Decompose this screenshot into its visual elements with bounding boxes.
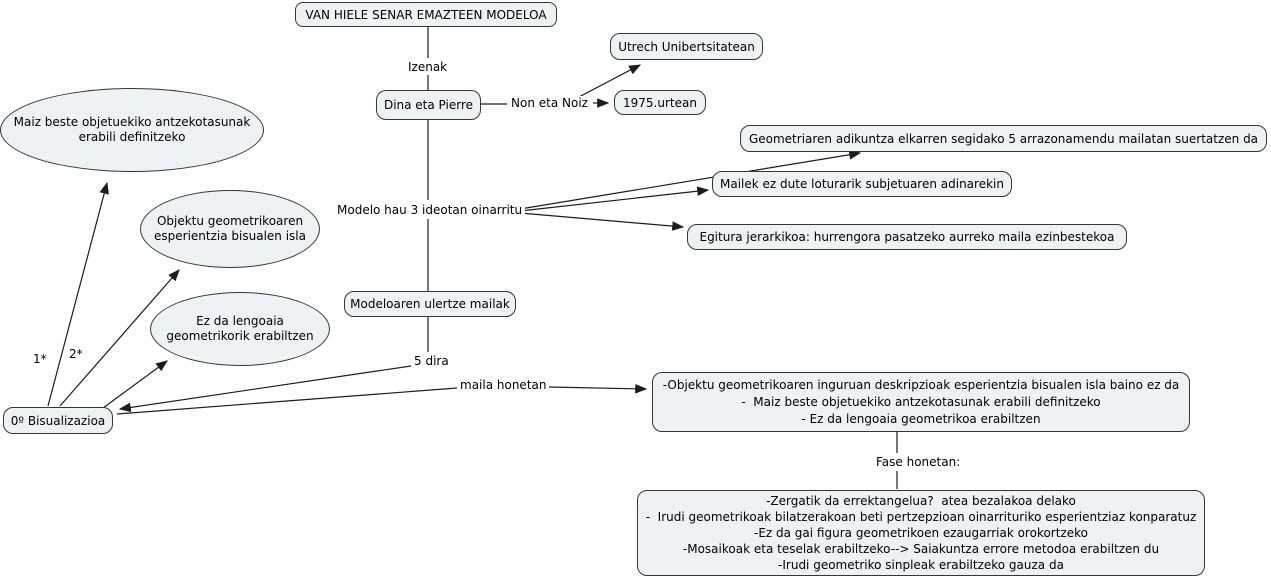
phase-description-line2: - Irudi geometrikoak bilatzerakoan beti …	[645, 510, 1197, 524]
ellipse-visual-experience[interactable]: Objektu geometrikoaren esperientzia bisu…	[140, 190, 320, 268]
phase-description-line5: -Irudi geometriko sinpleak erabiltzeko g…	[778, 558, 1064, 572]
phase-description-line1: -Zergatik da errektangelua? atea bezalak…	[766, 494, 1076, 508]
link-maila-honetan[interactable]: maila honetan	[457, 378, 550, 393]
node-levels[interactable]: Modeloaren ulertze mailak	[344, 291, 516, 317]
ellipse-similarities-line1: Maiz beste objetuekiko antzekotasunak	[13, 115, 251, 129]
ellipse-visual-line2: esperientzia bisualen isla	[154, 229, 306, 243]
node-year[interactable]: 1975.urtean	[614, 90, 706, 115]
node-idea-hierarchy[interactable]: Egitura jerarkikoa: hurrengora pasatzeko…	[687, 224, 1127, 250]
ref-label-1[interactable]: 1*	[30, 352, 50, 367]
level0-description-line3: - Ez da lengoaia geometrikoa erabiltzen	[801, 411, 1041, 426]
ellipse-similarities-line2: erabili definitzeko	[78, 130, 186, 144]
level0-description-line1: -Objektu geometrikoaren inguruan deskrip…	[662, 377, 1180, 392]
node-idea-age[interactable]: Mailek ez dute loturarik subjetuaren adi…	[712, 171, 1012, 197]
phase-description-line3: -Ez da gai figura geometrikoen ezaugarri…	[754, 526, 1088, 540]
link-5-dira[interactable]: 5 dira	[411, 354, 452, 369]
node-level0[interactable]: 0º Bisualizazioa	[3, 407, 113, 434]
link-izenak[interactable]: Izenak	[405, 60, 451, 75]
box-phase-description[interactable]: -Zergatik da errektangelua? atea bezalak…	[637, 490, 1205, 576]
box-level0-description[interactable]: -Objektu geometrikoaren inguruan deskrip…	[652, 372, 1190, 432]
node-idea-levels[interactable]: Geometriaren adikuntza elkarren segidako…	[740, 125, 1267, 152]
link-fase-honetan[interactable]: Fase honetan:	[873, 455, 964, 470]
link-modelo-ideas[interactable]: Modelo hau 3 ideotan oinarritu	[334, 203, 526, 218]
level0-description-line2: - Maiz beste objetuekiko antzekotasunak …	[741, 394, 1101, 409]
ellipse-language-line2: geometrikorik erabiltzen	[166, 329, 314, 343]
node-title[interactable]: VAN HIELE SENAR EMAZTEEN MODELOA	[295, 2, 557, 27]
link-non-eta-noiz[interactable]: Non eta Noiz	[508, 96, 591, 111]
node-university[interactable]: Utrech Unibertsitatean	[610, 33, 763, 60]
phase-description-line4: -Mosaikoak eta teselak erabiltzeko--> Sa…	[682, 542, 1160, 556]
ellipse-no-geometric-language[interactable]: Ez da lengoaia geometrikorik erabiltzen	[150, 292, 330, 366]
ellipse-similarities[interactable]: Maiz beste objetuekiko antzekotasunak er…	[0, 88, 264, 172]
node-authors[interactable]: Dina eta Pierre	[376, 90, 481, 120]
ellipse-visual-line1: Objektu geometrikoaren	[156, 214, 304, 228]
ellipse-language-line1: Ez da lengoaia	[196, 314, 284, 328]
ref-label-2[interactable]: 2*	[66, 347, 86, 362]
